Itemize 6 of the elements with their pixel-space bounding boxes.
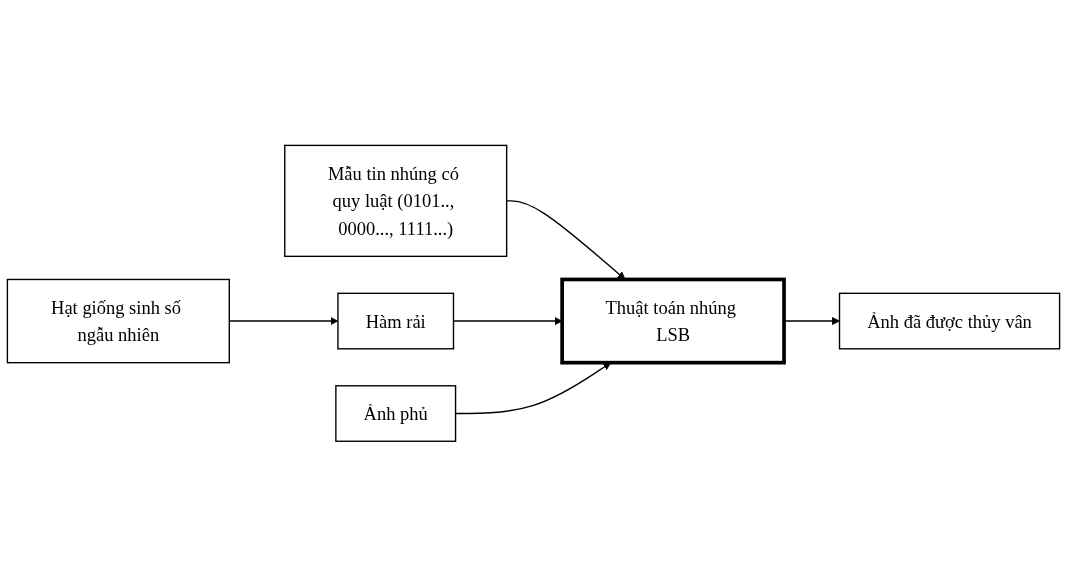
node-box: Ảnh phủ: [335, 385, 457, 443]
node-box: Hạt giống sinh số ngẫu nhiên: [6, 278, 230, 364]
node-box: Hàm rải: [337, 292, 455, 350]
node-box: Ảnh đã được thủy vân: [838, 292, 1061, 350]
node-box: Mẫu tin nhúng có quy luật (0101.., 0000..., 1111...): [284, 144, 508, 258]
node-box: Thuật toán nhúng LSB: [560, 277, 786, 365]
